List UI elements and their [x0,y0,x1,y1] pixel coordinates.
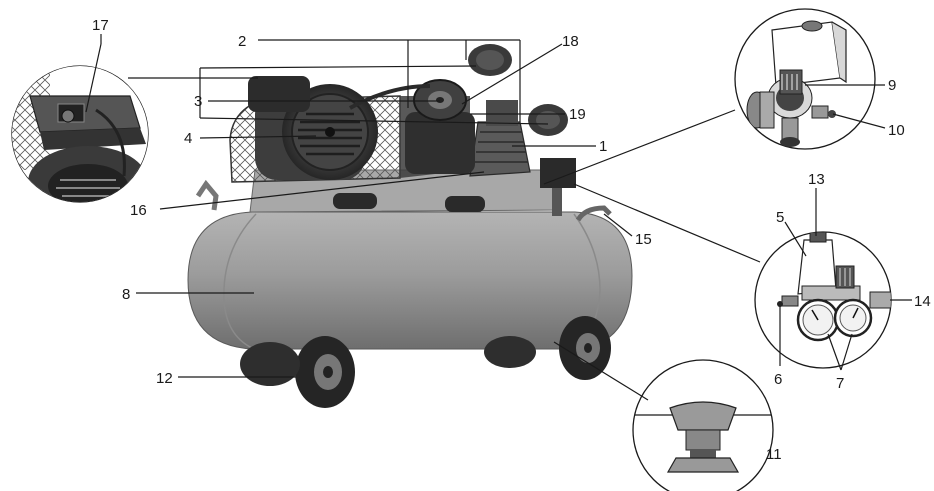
callout-11: 11 [766,446,782,463]
callout-labels: 17 2 18 3 4 19 1 16 8 12 15 9 10 13 5 14… [92,17,931,463]
callout-1: 1 [599,138,607,155]
detail-motor-switch [11,65,149,203]
callout-6: 6 [774,371,782,388]
callout-7: 7 [836,375,844,392]
detail-pressure-regulator [754,231,892,369]
wheel-rear-right [484,316,611,380]
left-handle [195,179,219,211]
callout-17: 17 [92,17,109,34]
air-filter-side [528,104,568,136]
callout-5: 5 [776,209,784,226]
callout-16: 16 [130,202,147,219]
callout-14: 14 [914,293,931,310]
callout-18: 18 [562,33,579,50]
mounting-plate [249,169,561,213]
electric-motor [248,76,378,180]
compressor-pump [405,100,531,177]
leader-lines [85,34,912,401]
detail-drain-valve [632,359,774,491]
pump-pulley [413,79,467,121]
air-filter-top [468,44,512,76]
callout-19: 19 [569,106,586,123]
callout-8: 8 [122,286,130,303]
callout-3: 3 [194,93,202,110]
tank-handle [575,205,612,222]
callout-4: 4 [184,130,192,147]
callout-13: 13 [808,171,825,188]
callout-9: 9 [888,77,896,94]
callout-12: 12 [156,370,173,387]
drive-belt [349,84,431,110]
wheel-front-left [240,336,355,408]
callout-15: 15 [635,231,652,248]
callout-10: 10 [888,122,905,139]
detail-safety-valve [734,8,876,150]
callout-2: 2 [238,33,246,50]
